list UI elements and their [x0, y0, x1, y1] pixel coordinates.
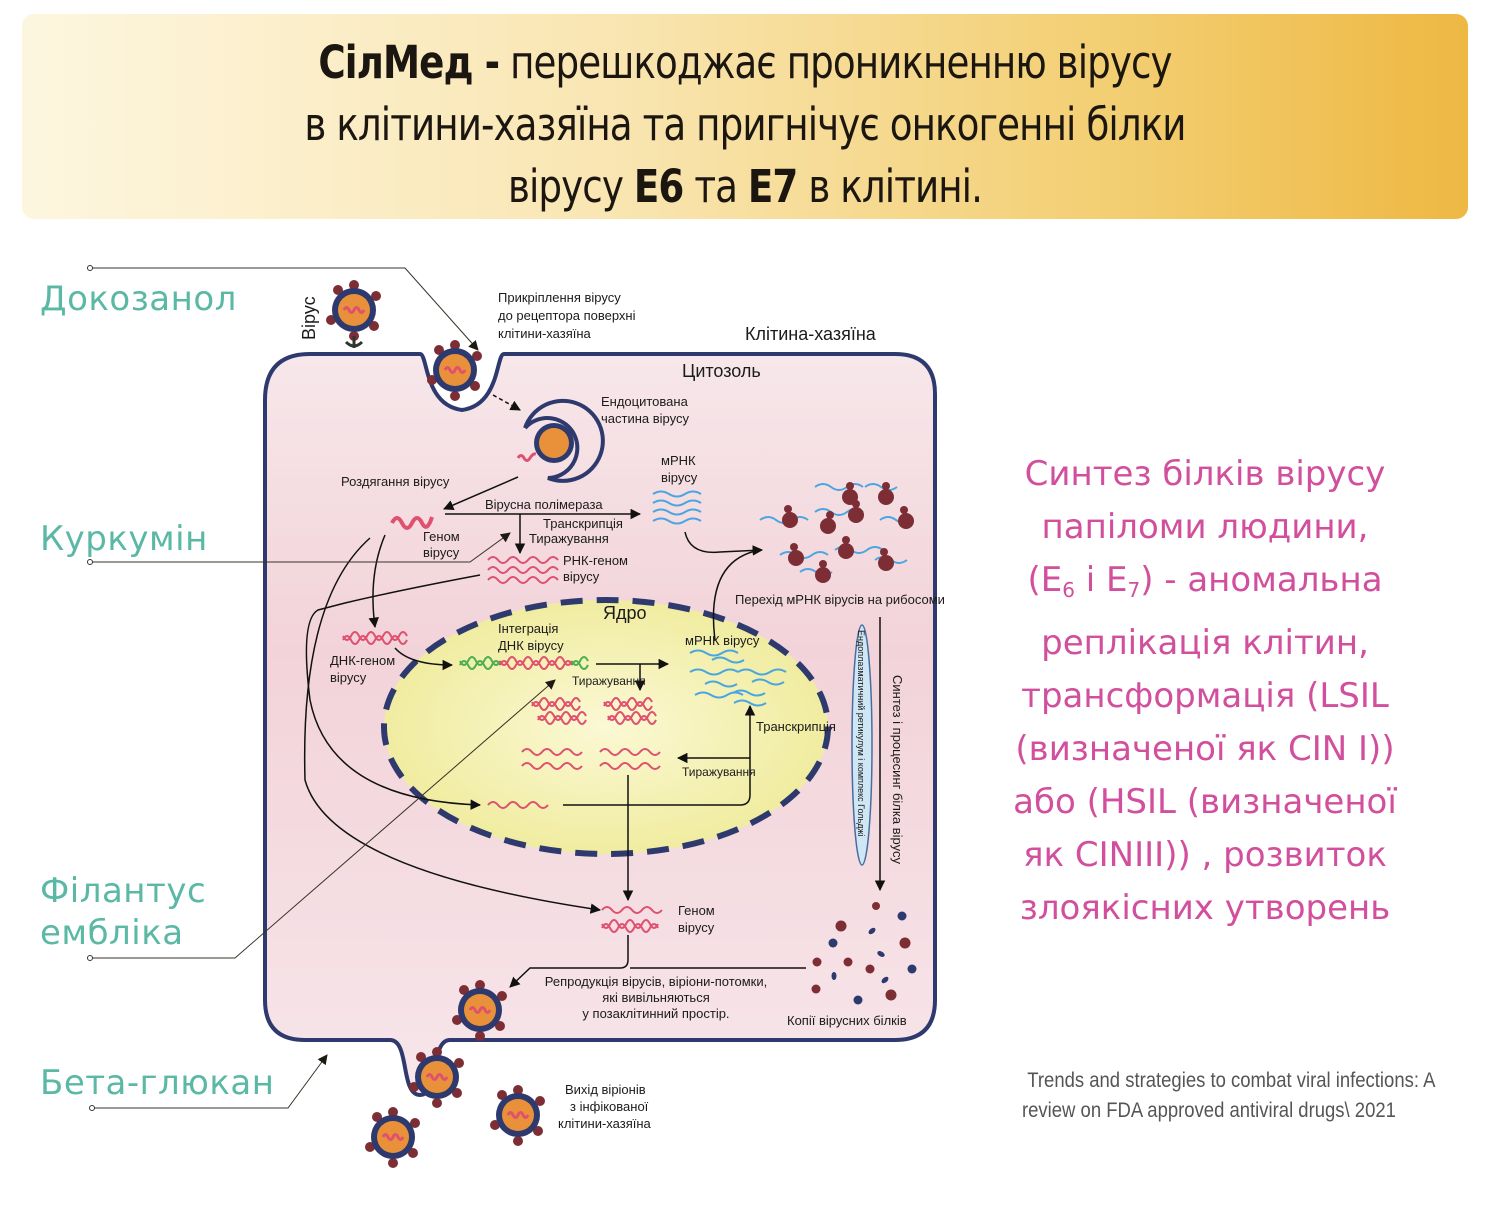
drug-connectors: [87, 265, 556, 1111]
drug-docosanol: Докозанол: [40, 279, 237, 319]
ribosomes-icon: [759, 482, 914, 583]
rna-genome-label-2: вірусу: [563, 569, 600, 584]
budding-virion-icon: [407, 1045, 466, 1110]
replication-label: Тиражування: [529, 531, 609, 546]
cytosol-label: Цитозоль: [682, 361, 761, 381]
viral-genome-icon: [390, 516, 434, 530]
exit-label-1: Вихід віріонів: [565, 1082, 646, 1097]
drug-beta-glucan: Бета-глюкан: [40, 1063, 275, 1103]
endocytosis-arrow: [492, 394, 521, 411]
side-line: (визначеної як CIN I)): [1015, 729, 1395, 769]
dna-genome-label-2: вірусу: [330, 670, 367, 685]
integrated-dna-icon: [459, 656, 589, 670]
replication-label-2: Тиражування: [572, 674, 646, 688]
subscript-6: 6: [1062, 578, 1075, 602]
reproduction-label-3: у позаклітинний простір.: [582, 1006, 729, 1021]
drug-phyllanthus-line2: ембліка: [40, 913, 184, 953]
ribosome-transfer-label: Перехід мРНК вірусів на рибосоми: [735, 592, 945, 607]
mrna-label-1: мРНК: [661, 453, 696, 468]
header-word: в клітині.: [808, 160, 983, 213]
viral-polymerase-label: Вірусна полімераза: [485, 497, 603, 512]
host-cell-label: Клітина-хазяїна: [745, 324, 877, 344]
e7-label: Е7: [747, 160, 798, 213]
side-fragment: (Е: [1027, 560, 1063, 600]
citation-line-1: Trends and strategies to combat viral in…: [1027, 1069, 1436, 1092]
drug-curcumin: Куркумін: [40, 519, 208, 559]
uncoating-label: Роздягання вірусу: [341, 474, 450, 489]
side-line: як CINIII)) , розвиток: [1023, 835, 1387, 875]
rna-genome-icon: [487, 556, 559, 584]
side-line: папіломи людини,: [1041, 507, 1369, 547]
header-line-2: в клітини-хазяїна та пригнічує онкогенні…: [304, 98, 1186, 151]
endocytosed-label-2: частина вірусу: [601, 411, 689, 426]
hpv-protein-synthesis-text: Синтез білків вірусу папіломи людини, (Е…: [975, 448, 1435, 935]
side-fragment: і Е: [1074, 560, 1128, 600]
citation-line-2: review on FDA approved antiviral drugs\ …: [1022, 1099, 1396, 1122]
citation: Trends and strategies to combat viral in…: [1022, 1066, 1436, 1126]
nuclear-mrna-label: мРНК вірусу: [685, 633, 760, 648]
exit-label-3: клітини-хазяїна: [558, 1116, 652, 1131]
mrna-label-2: вірусу: [661, 470, 698, 485]
released-virion-icon: [488, 1083, 547, 1148]
genome-out-label-1: Геном: [678, 903, 715, 918]
receptor-icon: [344, 336, 364, 348]
brand-name: СілМед -: [318, 36, 500, 89]
reproduction-label-2: які вивільняються: [602, 990, 710, 1005]
header-line-1: перешкоджає проникненню вірусу: [510, 36, 1172, 89]
rna-genome-label-1: РНК-геном: [563, 553, 628, 568]
header-banner: СілМед - перешкоджає проникненню вірусу …: [22, 14, 1468, 219]
replicated-dna-icon: [487, 697, 661, 809]
released-genome-icon: [516, 452, 537, 462]
endocytosed-virus-core: [539, 428, 569, 458]
process-arrows: [303, 476, 806, 988]
integration-label-2: ДНК вірусу: [498, 638, 564, 653]
transcription-label: Транскрипція: [543, 516, 623, 531]
endosome-icon: [523, 398, 605, 483]
header-line-3: вірусу Е6 та Е7 в клітині.: [80, 156, 1410, 218]
genome-out-label-2: вірусу: [678, 920, 715, 935]
dna-genome-label-1: ДНК-геном: [330, 653, 395, 668]
side-line: реплікація клітин,: [1041, 623, 1369, 663]
attachment-label-3: клітини-хазяїна: [498, 326, 592, 341]
attachment-label-1: Прикріплення вірусу: [498, 290, 621, 305]
drug-phyllanthus: Філантус ембліка: [40, 870, 206, 954]
new-genome-icon: [601, 906, 663, 933]
released-virion-icon: [363, 1105, 422, 1170]
side-fragment: ) - аномальна: [1140, 560, 1383, 600]
attachment-label-2: до рецептора поверхні: [498, 308, 636, 323]
cytosol-mrna-icon: [652, 490, 702, 525]
nucleus-label: Ядро: [603, 603, 647, 623]
side-line-e6-e7: (Е6 і Е7) - аномальна: [975, 554, 1435, 617]
er-golgi-label: Ендоплазматичний ретикулум і комплекс Го…: [856, 630, 866, 836]
replication-label-3: Тиражування: [682, 765, 756, 779]
header-word: та: [694, 160, 738, 213]
genome-label-1: Геном: [423, 529, 460, 544]
e6-label: Е6: [633, 160, 684, 213]
dna-genome-icon: [342, 631, 408, 645]
side-line: Синтез білків вірусу: [1024, 454, 1386, 494]
header-word: вірусу: [507, 160, 624, 213]
drug-phyllanthus-line1: Філантус: [40, 871, 207, 911]
protein-synthesis-label: Синтез і процесинг білка вірусу: [890, 675, 905, 864]
nuclear-mrna-icon: [689, 649, 787, 707]
genome-label-2: вірусу: [423, 545, 460, 560]
endocytosed-label-1: Ендоцитована: [601, 394, 689, 409]
side-line: або (HSIL (визначеної: [1013, 782, 1397, 822]
virus-label: Вірус: [299, 296, 319, 340]
subscript-7: 7: [1127, 578, 1141, 602]
side-line: злоякісних утворень: [1019, 888, 1391, 928]
protein-copies-icon: [811, 902, 917, 1005]
er-golgi-icon: [851, 624, 873, 866]
protein-copies-label: Копії вірусних білків: [787, 1013, 907, 1028]
integration-label-1: Інтеграція: [498, 621, 558, 636]
transcription-label-2: Транскрипція: [756, 719, 836, 734]
nucleus: [381, 597, 831, 857]
reproduction-label-1: Репродукція вірусів, віріони-потомки,: [545, 974, 768, 989]
side-line: трансформація (LSIL: [1021, 676, 1389, 716]
exit-label-2: з інфікованої: [570, 1099, 649, 1114]
virus-icon: [324, 278, 383, 343]
header-title: СілМед - перешкоджає проникненню вірусу …: [80, 32, 1410, 218]
